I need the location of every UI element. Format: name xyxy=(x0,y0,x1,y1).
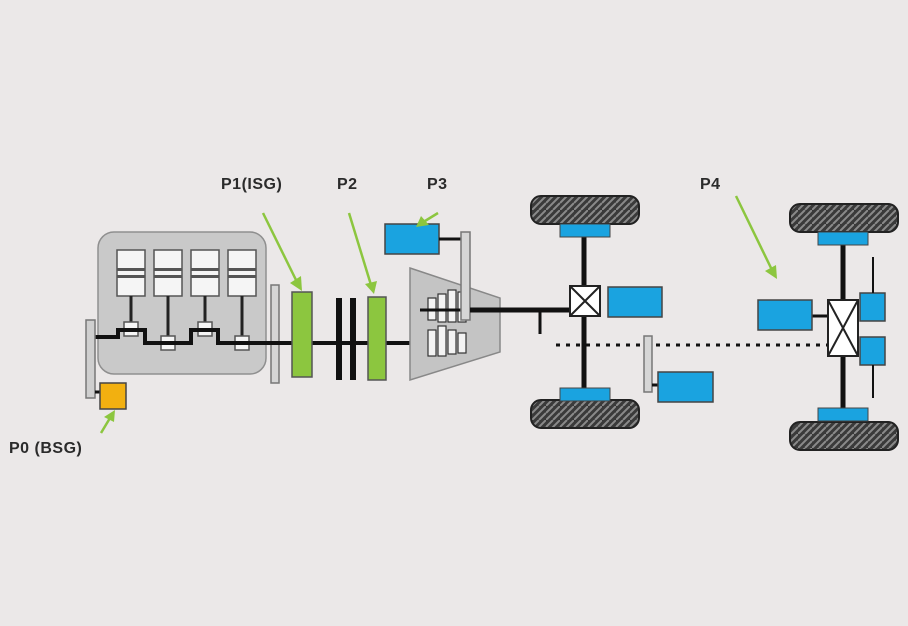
p2-motor xyxy=(367,296,387,381)
clutch-plate-1 xyxy=(336,298,342,380)
label-p0-bsg: P0 (BSG) xyxy=(9,440,83,457)
rear-pulley xyxy=(643,335,653,393)
arrow-p0 xyxy=(99,410,115,434)
flywheel xyxy=(270,284,280,384)
front-axle-motor xyxy=(607,286,663,318)
p0-bsg-motor xyxy=(99,382,127,410)
label-p2: P2 xyxy=(337,176,358,193)
p3-motor xyxy=(384,223,440,255)
rear-left-tire xyxy=(789,203,899,233)
p3-pulley xyxy=(460,231,471,321)
rear-shaft-motor xyxy=(657,371,714,403)
front-pulley xyxy=(85,319,96,399)
clutch-plate-2 xyxy=(350,298,356,380)
arrow-p4 xyxy=(734,195,777,279)
transmission xyxy=(409,266,501,382)
front-right-tire xyxy=(530,399,640,429)
arrow-p1 xyxy=(261,212,302,291)
engine xyxy=(92,231,267,375)
arrow-p3 xyxy=(416,211,439,227)
rear-wheel-motor-top xyxy=(859,292,886,322)
p4-motor xyxy=(757,299,813,331)
rear-wheel-motor-bottom xyxy=(859,336,886,366)
rear-axle xyxy=(757,203,899,451)
p1-isg-motor xyxy=(291,291,313,378)
rear-right-tire xyxy=(789,421,899,451)
pointer-arrows xyxy=(99,195,777,434)
label-p3: P3 xyxy=(427,176,448,193)
front-left-tire xyxy=(530,195,640,225)
crankshaft xyxy=(92,328,266,345)
arrow-p2 xyxy=(347,212,377,294)
front-axle xyxy=(530,195,663,429)
label-p4: P4 xyxy=(700,176,721,193)
label-p1-isg: P1(ISG) xyxy=(221,176,283,193)
